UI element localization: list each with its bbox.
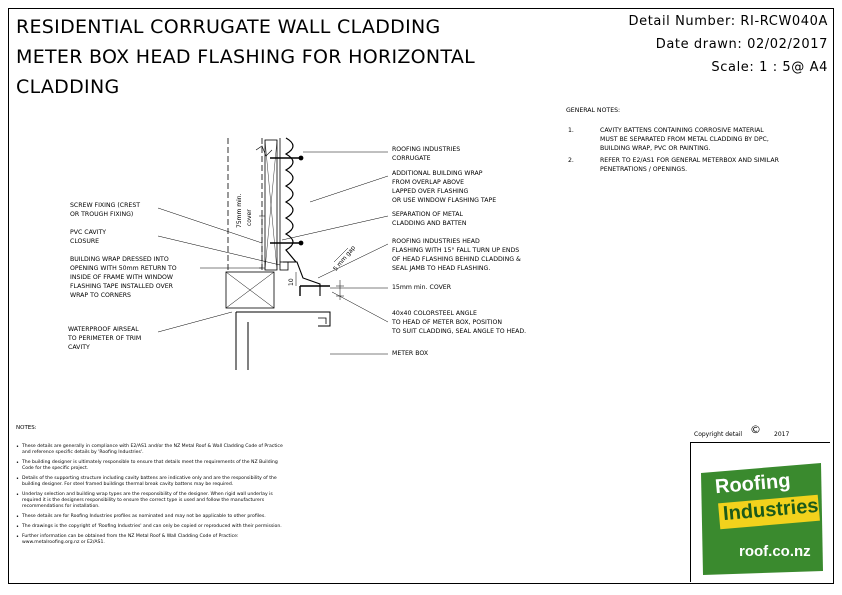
title-line-1: RESIDENTIAL CORRUGATE WALL CLADDING (16, 16, 441, 38)
label-head-flashing-2: FLASHING WITH 15° FALL TURN UP ENDS (392, 247, 520, 254)
label-wrap-4: OR USE WINDOW FLASHING TAPE (392, 197, 497, 204)
general-note-2-number: 2. (568, 157, 574, 164)
head-trimmer (225, 271, 275, 309)
general-note-2-line-2: PENETRATIONS / OPENINGS. (600, 166, 688, 173)
label-building-wrap-5: WRAP TO CORNERS (70, 292, 131, 299)
label-angle-2: TO HEAD OF METER BOX, POSITION (392, 319, 502, 326)
label-head-flashing-3: OF HEAD FLASHING BEHIND CLADDING & (392, 256, 521, 263)
note-4-line-1: Underlay selection and building wrap typ… (22, 492, 273, 497)
label-airseal-1: WATERPROOF AIRSEAL (68, 326, 139, 333)
general-notes-heading: GENERAL NOTES: (566, 107, 621, 114)
drawing-border (8, 8, 834, 584)
dim-cover: cover (246, 209, 253, 226)
label-building-wrap-2: OPENING WITH 50mm RETURN TO (70, 265, 177, 272)
note-4-line-2: required it is the designers responsibil… (22, 498, 265, 503)
note-2-line-1: The building designer is ultimately resp… (22, 460, 278, 465)
note-7-line-1: Further information can be obtained from… (22, 534, 239, 539)
label-corrugate-2: CORRUGATE (392, 155, 431, 162)
label-meter-box: METER BOX (392, 350, 429, 357)
label-airseal-2: TO PERIMETER OF TRIM (68, 335, 142, 342)
general-note-1-line-2: MUST BE SEPARATED FROM METAL CLADDING BY… (600, 136, 769, 143)
label-airseal-3: CAVITY (68, 344, 90, 351)
note-7-line-2: www.metalroofing.org.nz or E2/AS1. (22, 540, 105, 545)
label-screw-2: OR TROUGH FIXING) (70, 211, 134, 218)
copyright-symbol: © (750, 423, 761, 436)
copyright-text: Copyright detail (694, 431, 743, 438)
logo-panel: Roofing Industries roof.co.nz (690, 442, 830, 582)
label-wrap-3: LAPPED OVER FLASHING (392, 188, 469, 195)
label-angle-1: 40x40 COLORSTEEL ANGLE (392, 310, 477, 317)
general-note-1-line-1: CAVITY BATTENS CONTAINING CORROSIVE MATE… (600, 127, 764, 134)
note-bullet: • (16, 444, 19, 450)
note-1-line-1: These details are generally in complianc… (22, 444, 283, 449)
title-line-3: CLADDING (16, 76, 120, 98)
note-4-line-3: recommendations for installation. (22, 504, 100, 509)
note-3-line-1: Details of the supporting structure incl… (22, 476, 277, 481)
detail-number: Detail Number: RI-RCW040A (628, 14, 828, 29)
note-6-line-1: The drawings is the copyright of 'Roofin… (22, 524, 282, 529)
copyright-year: 2017 (774, 431, 790, 438)
scale: Scale: 1 : 5@ A4 (711, 60, 828, 75)
note-5-line-1: These details are for Roofing Industries… (22, 514, 266, 519)
meter-box-outline (235, 311, 331, 370)
label-pvc-2: CLOSURE (70, 238, 100, 245)
dim-10: 10 (288, 278, 295, 286)
date-drawn: Date drawn: 02/02/2017 (655, 37, 828, 52)
label-building-wrap-3: INSIDE OF FRAME WITH WINDOW (70, 274, 173, 281)
pvc-closure (279, 261, 289, 271)
head-flashing (283, 261, 321, 296)
label-head-flashing-1: ROOFING INDUSTRIES HEAD (392, 238, 480, 245)
logo-yellow-band (718, 494, 820, 530)
label-building-wrap-1: BUILDING WRAP DRESSED INTO (70, 256, 169, 263)
label-separation-2: CLADDING AND BATTEN (392, 220, 467, 227)
label-separation-1: SEPARATION OF METAL (392, 211, 463, 218)
dim-75-min: 75mm min. (236, 193, 243, 228)
corrugate-profile (284, 137, 297, 263)
label-screw-1: SCREW FIXING (CREST (70, 202, 141, 209)
label-angle-3: TO SUIT CLADDING, SEAL ANGLE TO HEAD. (392, 328, 527, 335)
general-note-2-line-1: REFER TO E2/AS1 FOR GENERAL METERBOX AND… (600, 157, 779, 164)
note-1-line-2: and reference specific details by 'Roofi… (22, 450, 144, 455)
break-symbol (255, 145, 273, 157)
general-note-1-line-3: BUILDING WRAP, PVC OR PAINTING. (600, 145, 711, 152)
label-wrap-2: FROM OVERLAP ABOVE (392, 179, 465, 186)
roofing-industries-logo (701, 463, 823, 575)
label-cover: 15mm min. COVER (392, 284, 452, 291)
general-note-1-number: 1. (568, 127, 574, 134)
label-building-wrap-4: FLASHING TAPE INSTALLED OVER (70, 283, 173, 290)
label-corrugate-1: ROOFING INDUSTRIES (392, 146, 461, 153)
logo-url: roof.co.nz (739, 543, 811, 560)
note-3-line-2: building designer. For steel framed buil… (22, 482, 234, 487)
title-line-2: METER BOX HEAD FLASHING FOR HORIZONTAL (16, 46, 476, 68)
cavity-batten (264, 139, 278, 271)
label-pvc-1: PVC CAVITY (70, 229, 107, 236)
colorsteel-angle (299, 285, 330, 296)
notes-heading: NOTES: (16, 425, 37, 431)
label-head-flashing-4: SEAL JAMB TO HEAD FLASHING. (392, 265, 491, 272)
label-wrap-1: ADDITIONAL BUILDING WRAP (392, 170, 483, 177)
note-2-line-2: Code for the specific project. (22, 466, 89, 471)
